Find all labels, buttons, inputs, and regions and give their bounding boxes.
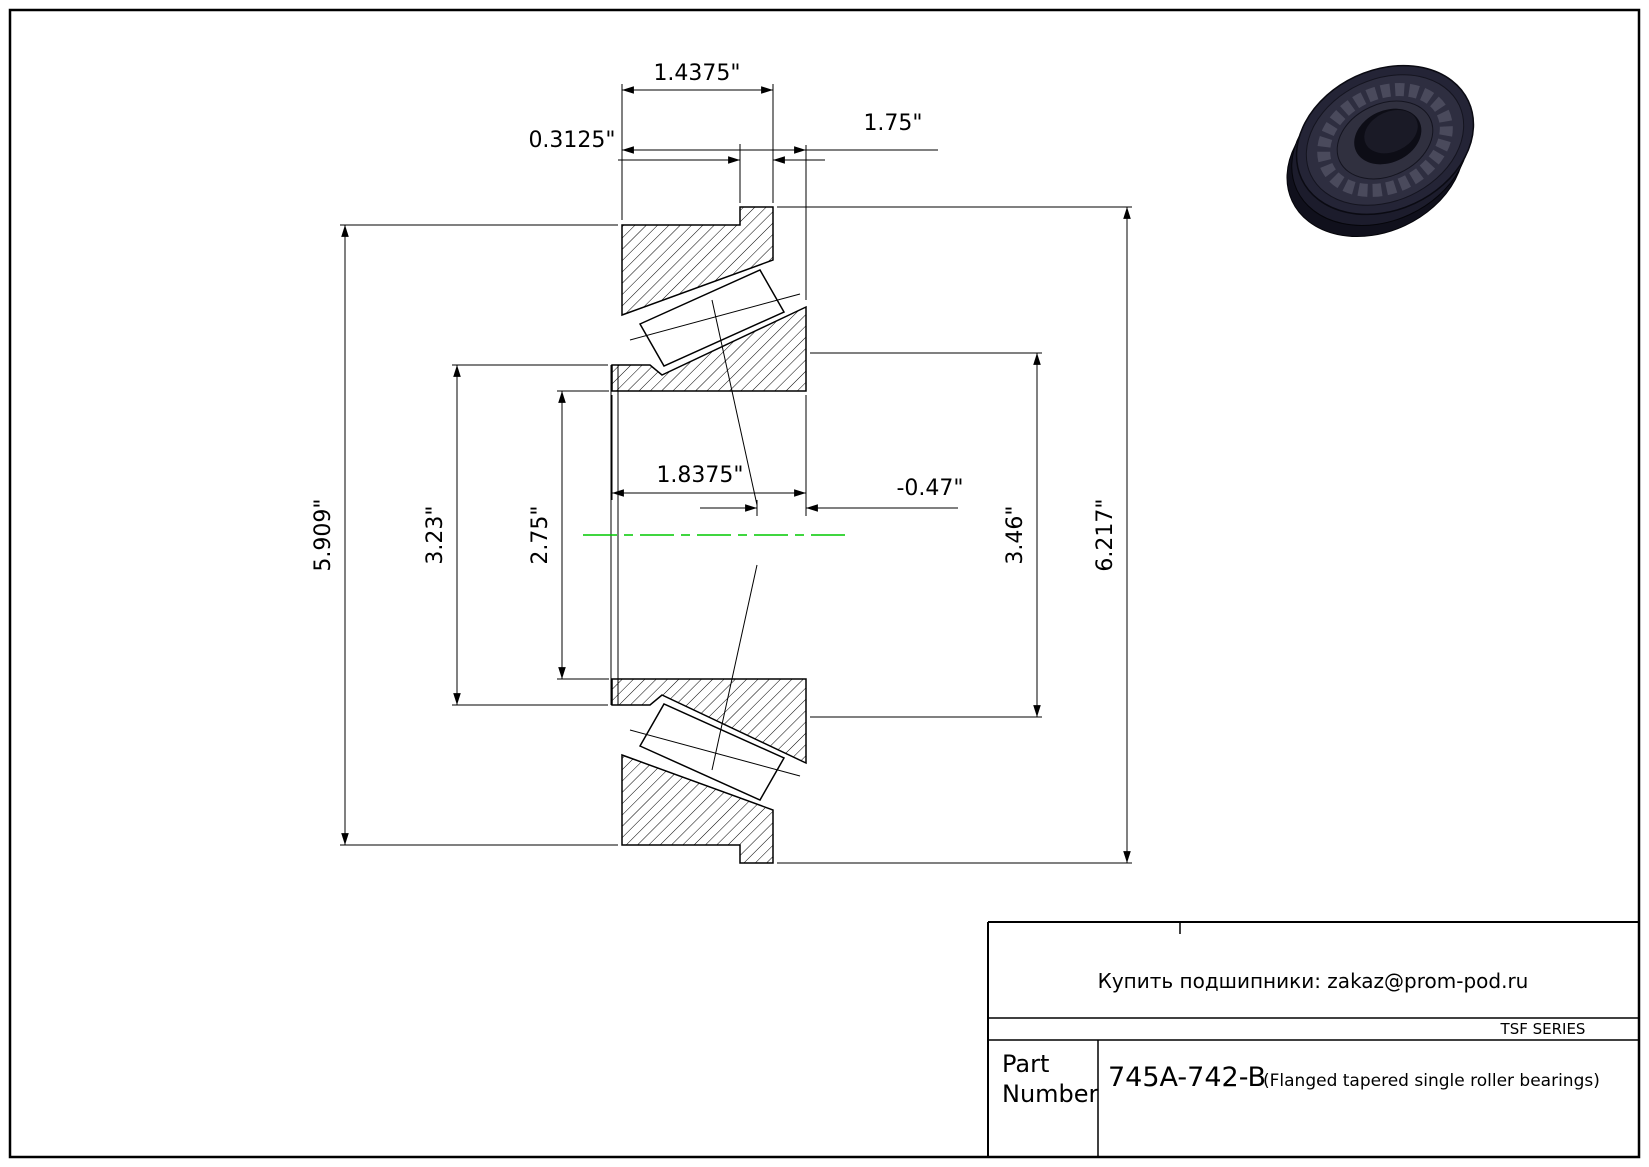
dim-label-bore: 2.75" — [528, 505, 553, 564]
dim-label-back-rib-od: 3.46" — [1003, 505, 1028, 564]
cage-line-lower — [629, 729, 801, 777]
cup-section-upper — [621, 206, 774, 317]
dim-label-flange-backset: -0.47" — [896, 476, 963, 501]
contact-line: Купить подшипники: zakaz@prom-pod.ru — [1098, 969, 1529, 993]
cone-section-upper — [611, 305, 807, 392]
bearing-3d-bore-wall — [1364, 110, 1418, 154]
title-block-lines — [987, 921, 1639, 1157]
dimension-lines — [341, 86, 1131, 863]
dim-label-cup-od: 5.909" — [311, 498, 336, 571]
title-block-text: Купить подшипники: zakaz@prom-pod.ru TSF… — [1002, 969, 1600, 1108]
dim-label-flange-width: 0.3125" — [528, 128, 615, 153]
part-number: 745A-742-B — [1108, 1062, 1266, 1093]
cup-section-lower — [621, 753, 774, 864]
roller-axis-line-upper — [711, 299, 758, 506]
extension-lines — [340, 84, 1132, 864]
cage-line-upper — [629, 293, 801, 341]
dim-label-cup-width: 1.4375" — [653, 61, 740, 86]
dim-label-overall-width: 1.75" — [863, 111, 922, 136]
roller-axis-line-lower — [711, 564, 758, 771]
part-label-line1: Part — [1002, 1050, 1049, 1078]
bearing-3d-view — [1286, 64, 1475, 238]
bearing-3d-rollers — [1317, 83, 1453, 197]
part-description: (Flanged tapered single roller bearings) — [1263, 1071, 1600, 1091]
dim-label-flange-od: 6.217" — [1093, 498, 1118, 571]
part-label-line2: Number — [1002, 1080, 1099, 1108]
dim-label-front-rib-od: 3.23" — [423, 505, 448, 564]
dimension-labels: 1.4375" 0.3125" 1.75" 1.8375" -0.47" 5.9… — [311, 61, 1118, 572]
dim-label-cone-width: 1.8375" — [656, 463, 743, 488]
series-label: TSF SERIES — [1500, 1020, 1586, 1038]
cone-section-lower — [611, 678, 807, 765]
